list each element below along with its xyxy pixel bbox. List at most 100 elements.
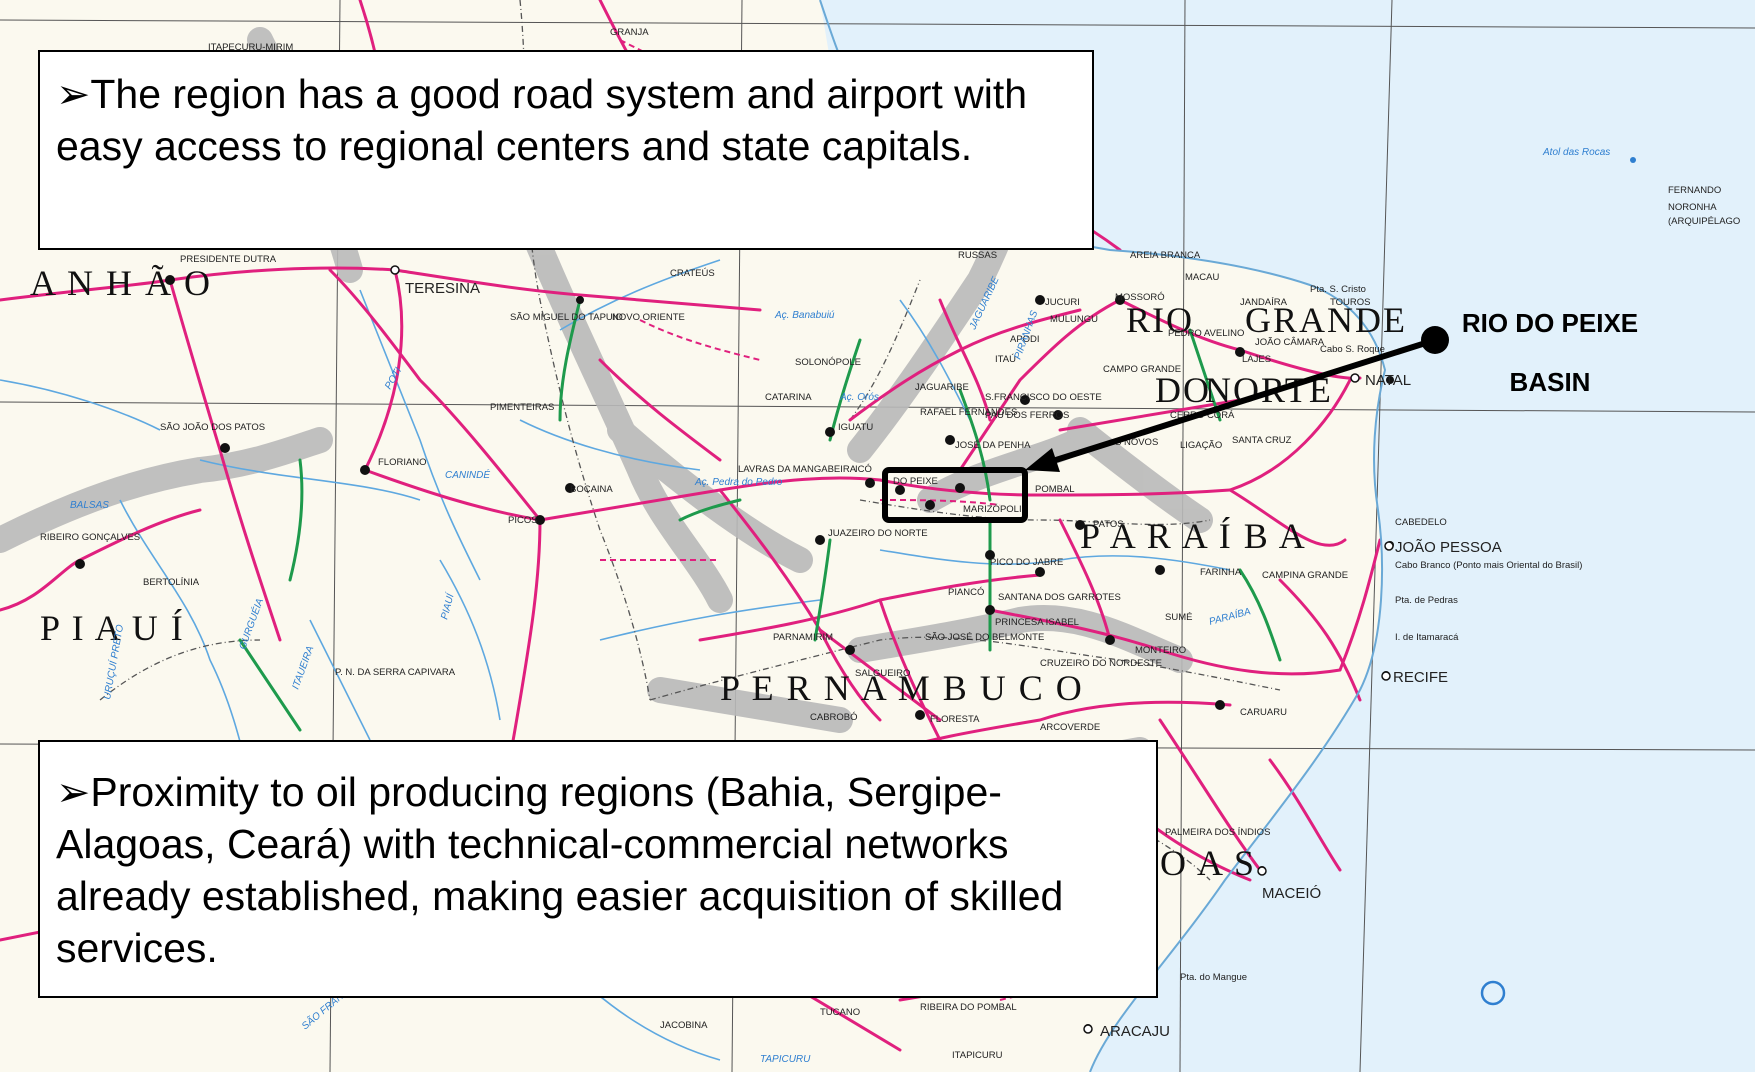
capital-recife: RECIFE <box>1393 669 1448 686</box>
river-label: Aç. Banabuiú <box>774 310 835 321</box>
capital-maceio: MACEIÓ <box>1262 885 1321 902</box>
basin-label-line2: BASIN <box>1509 367 1591 397</box>
town-label: JOSÉ DA PENHA <box>955 440 1031 451</box>
island-fernando-1: FERNANDO <box>1668 185 1721 196</box>
town-label: RIBEIRO GONÇALVES <box>40 532 140 543</box>
river-label: PIAUÍ <box>437 590 457 621</box>
town-label: JACOBINA <box>660 1020 708 1031</box>
state-label-rn-do: DO <box>1155 370 1211 410</box>
town-label: PEDRO AVELINO <box>1168 328 1244 339</box>
town-label: DO PEIXE <box>893 476 938 487</box>
town-label: PIMENTEIRAS <box>490 402 554 413</box>
state-label-alagoas: O A S <box>1160 843 1256 883</box>
town-label: POMBAL <box>1035 484 1075 495</box>
town-label: CRATEÚS <box>670 268 715 279</box>
town-label: PICOS <box>508 515 538 526</box>
river-label: Aç. Pedra do Pedro <box>694 477 783 488</box>
state-label-piaui: P I A U Í <box>40 608 185 648</box>
town-label: CABROBÓ <box>810 712 858 723</box>
island-marker <box>1480 980 1506 1006</box>
town-label: MARIZÓPOLIS <box>963 504 1028 515</box>
town-label: Pta. de Pedras <box>1395 595 1458 606</box>
river-label: CANINDÉ <box>445 468 490 481</box>
town-label: RIBEIRA DO POMBAL <box>920 1002 1017 1013</box>
town-label: MACAU <box>1185 272 1219 283</box>
island-atol: Atol das Rocas <box>1542 147 1610 158</box>
town-label: BOCAINA <box>570 484 613 495</box>
town-label: SANTA CRUZ <box>1232 435 1292 446</box>
ocean <box>820 0 1755 1072</box>
town-label: SUMÉ <box>1165 612 1192 623</box>
town-label: I. de Itamaracá <box>1395 632 1459 643</box>
town-label: CABEDELO <box>1395 517 1447 528</box>
town-label: Pta. S. Cristo <box>1310 284 1366 295</box>
state-roads <box>238 298 1282 732</box>
state-label-rn-rio: RIO <box>1126 300 1194 340</box>
town-label: JAGUARIBE <box>915 382 969 393</box>
town-label: PALMEIRA DOS ÍNDIOS <box>1165 827 1270 838</box>
capital-natal: NATAL <box>1365 372 1411 389</box>
town-label: BERTOLÍNIA <box>143 577 200 588</box>
town-label: ICÓ <box>855 464 872 475</box>
river-label: Aç. Orós <box>839 392 879 403</box>
town-label: CARUARU <box>1240 707 1287 718</box>
town-label: JANDAÍRA <box>1240 297 1288 308</box>
river-label: TAPICURU <box>760 1054 811 1065</box>
town-label: Pta. do Mangue <box>1180 972 1247 983</box>
basin-label-line1: RIO DO PEIXE <box>1461 308 1639 338</box>
town-label: LIGAÇÃO <box>1180 440 1222 451</box>
town-label: JUCURI <box>1045 297 1080 308</box>
callout-oil-proximity: ➢Proximity to oil producing regions (Bah… <box>38 740 1158 998</box>
basin-highlight-box <box>882 467 1028 523</box>
town-label: CATARINA <box>765 392 812 403</box>
town-label: RAFAEL FERNANDES <box>920 407 1017 418</box>
town-label: PATOS <box>1093 519 1124 530</box>
town-label: ITAÚ <box>995 354 1016 365</box>
town-label: PAU DOS FERROS <box>985 410 1069 421</box>
river-label: BALSAS <box>70 500 109 511</box>
town-label: LAJES <box>1242 354 1271 365</box>
town-label: PIANCÓ <box>948 587 984 598</box>
capital-teresina: TERESINA <box>405 280 480 297</box>
capital-markers <box>390 265 1394 1034</box>
town-label: PARNAMIRIM <box>773 632 833 643</box>
town-label: SOLONÓPOLE <box>795 357 861 368</box>
town-label: RUSSAS <box>958 250 997 261</box>
callout-road-system: ➢The region has a good road system and a… <box>38 50 1094 250</box>
town-label: Cabo Branco (Ponto mais Oriental do Bras… <box>1395 560 1582 571</box>
town-label: CAMPINA GRANDE <box>1262 570 1348 581</box>
town-label: MULUNGU <box>1050 314 1098 325</box>
town-label: SALGUEIRO <box>855 668 910 679</box>
capital-aracaju: ARACAJU <box>1100 1023 1170 1040</box>
town-label: SÃO JOSÉ DO BELMONTE <box>925 632 1044 643</box>
town-label: SANTANA DOS GARROTES <box>998 592 1121 603</box>
state-label-pernambuco: P E R N A M B U C O <box>720 668 1084 708</box>
state-label-paraiba: P A R A Í B A <box>1080 516 1307 556</box>
town-label: ITAPECURU-MIRIM <box>208 42 293 53</box>
town-label: NOVO ORIENTE <box>612 312 685 323</box>
town-label: LAVRAS DA MANGABEIRA <box>738 464 857 475</box>
town-label: ITAPICURU <box>952 1050 1003 1061</box>
river-label: ITAUEIRA <box>290 644 316 691</box>
town-label: SÃO JOÃO DOS PATOS <box>160 422 265 433</box>
town-label: MOSSORÓ <box>1115 292 1165 303</box>
town-label: S NOVOS <box>1115 437 1158 448</box>
town-label: Cabo S. Roque <box>1320 344 1385 355</box>
river-label: PARAÍBA <box>1207 604 1252 628</box>
town-label: P. N. DA SERRA CAPIVARA <box>335 667 456 678</box>
town-label: AREIA BRANCA <box>1130 250 1201 261</box>
state-label-rn-grande: GRANDE <box>1245 300 1407 340</box>
state-label-maranhao: A N H Ã O <box>30 263 212 303</box>
town-label: FARINHA <box>1200 567 1242 578</box>
town-label: PRESIDENTE DUTRA <box>180 254 277 265</box>
town-label: ARCOVERDE <box>1040 722 1100 733</box>
capital-joao-pessoa: JOÃO PESSOA <box>1395 539 1502 556</box>
town-label: S.FRANCISCO DO OESTE <box>985 392 1102 403</box>
town-label: CAMPO GRANDE <box>1103 364 1181 375</box>
island-fernando-3: (ARQUIPÉLAGO <box>1668 216 1740 227</box>
town-label: CRUZEIRO DO NORDESTE <box>1040 658 1162 669</box>
town-label: SÃO MIGUEL DO TAPUIO <box>510 312 623 323</box>
town-label: JUAZEIRO DO NORTE <box>828 528 928 539</box>
town-label: TUCANO <box>820 1007 860 1018</box>
